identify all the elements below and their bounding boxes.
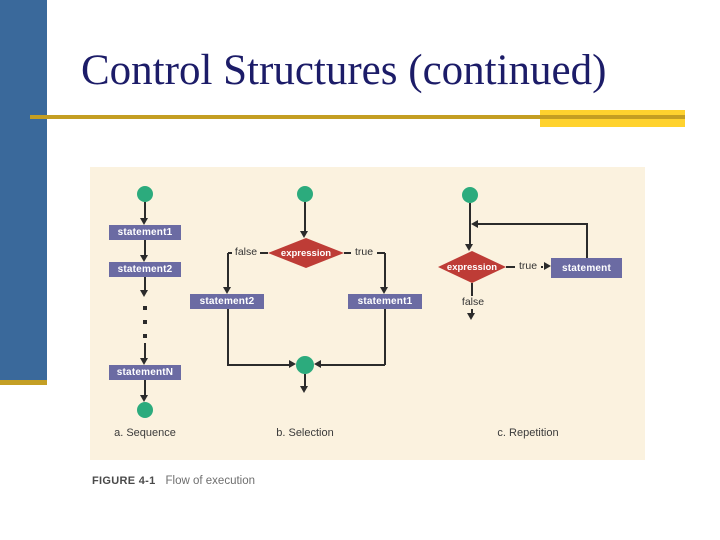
sequence-statementN-label: statementN (116, 367, 174, 378)
figure-caption: FIGURE 4-1 Flow of execution (92, 475, 255, 487)
arrowhead-left (471, 220, 478, 228)
flow-line (384, 309, 386, 365)
arrowhead-down (140, 290, 148, 297)
sequence-statement2-label: statement2 (117, 264, 173, 275)
ellipsis-dot (143, 320, 147, 324)
slide-title: Control Structures (continued) (81, 47, 607, 94)
flow-line (469, 203, 471, 245)
left-accent-bar-underline (0, 380, 47, 385)
arrowhead-down (140, 218, 148, 225)
flow-line (586, 223, 588, 259)
selection-false-label: false (232, 246, 260, 259)
flow-line (227, 364, 289, 366)
repetition-expression-label: expression (446, 261, 498, 273)
flow-line (478, 223, 587, 225)
repetition-false-label: false (458, 296, 488, 309)
selection-true-statement-box: statement1 (348, 294, 422, 309)
repetition-caption: c. Repetition (497, 427, 559, 439)
arrowhead-left (314, 360, 321, 368)
arrowhead-down (465, 244, 473, 251)
flow-line (384, 253, 386, 288)
arrowhead-down (140, 395, 148, 402)
title-rule (30, 115, 685, 119)
flow-line (144, 343, 146, 359)
flow-line (227, 253, 229, 288)
flow-line (304, 202, 306, 232)
arrowhead-down (140, 255, 148, 262)
flow-line (144, 380, 146, 396)
sequence-statement1-box: statement1 (109, 225, 181, 240)
arrowhead-right (289, 360, 296, 368)
ellipsis-dot (143, 334, 147, 338)
sequence-caption: a. Sequence (114, 427, 176, 439)
selection-merge-circle (296, 356, 314, 374)
repetition-start-circle (462, 187, 478, 203)
arrowhead-down (223, 287, 231, 294)
flow-line (144, 202, 146, 219)
selection-caption: b. Selection (276, 427, 334, 439)
repetition-statement-box: statement (551, 258, 622, 278)
arrowhead-down (300, 386, 308, 393)
flow-line (304, 374, 306, 387)
figure-caption-label: FIGURE 4-1 (92, 475, 156, 487)
ellipsis-dot (143, 306, 147, 310)
selection-true-statement-label: statement1 (357, 296, 413, 307)
selection-expression-label: expression (280, 247, 332, 259)
selection-start-circle (297, 186, 313, 202)
arrowhead-down (140, 358, 148, 365)
selection-false-statement-label: statement2 (199, 296, 255, 307)
arrowhead-down (380, 287, 388, 294)
selection-false-statement-box: statement2 (190, 294, 264, 309)
selection-true-label: true (351, 246, 377, 259)
flow-line (144, 240, 146, 256)
selection-expression-diamond: expression (268, 238, 344, 268)
repetition-true-label: true (515, 260, 541, 273)
sequence-start-circle (137, 186, 153, 202)
repetition-statement-label: statement (561, 262, 612, 274)
figure-panel: statement1 statement2 statementN a. Sequ… (90, 167, 645, 460)
arrowhead-down (467, 313, 475, 320)
flow-line (144, 277, 146, 291)
left-accent-bar (0, 0, 47, 380)
sequence-statementN-box: statementN (109, 365, 181, 380)
repetition-expression-diamond: expression (438, 251, 506, 283)
flow-line (321, 364, 385, 366)
arrowhead-right (544, 262, 551, 270)
sequence-statement1-label: statement1 (117, 227, 173, 238)
figure-caption-text: Flow of execution (165, 475, 256, 487)
flow-line (227, 309, 229, 365)
sequence-statement2-box: statement2 (109, 262, 181, 277)
sequence-end-circle (137, 402, 153, 418)
arrowhead-down (300, 231, 308, 238)
